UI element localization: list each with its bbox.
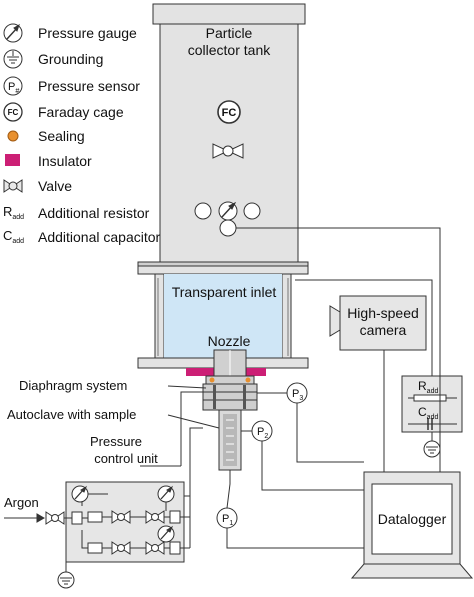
- control-gauge-top-icon: [71, 485, 89, 503]
- legend-capacitor-label: Additional capacitor: [38, 229, 161, 245]
- pressure-control-unit: [4, 481, 191, 589]
- legend-faraday-cage-label: Faraday cage: [38, 104, 124, 120]
- control-valve-bottom-icon: [111, 541, 131, 555]
- rc-resistor-label: Radd: [418, 379, 438, 395]
- tank-pressure-gauge-icon: [218, 201, 238, 221]
- inlet-label: Transparent inlet: [172, 284, 277, 300]
- tank-valve-icon: [212, 143, 244, 159]
- tank-port-left: [194, 202, 212, 220]
- sensor-p2-label: P2: [257, 426, 268, 440]
- sample: [223, 414, 237, 466]
- sealing-ring-left: [209, 377, 215, 383]
- tank-port-lower: [219, 219, 237, 237]
- autoclave-label: Autoclave with sample: [7, 407, 136, 422]
- resistor-symbol: [413, 394, 447, 402]
- legend-resistor-label: Additional resistor: [38, 205, 150, 221]
- datalogger: [350, 471, 474, 579]
- argon-label: Argon: [4, 495, 39, 510]
- tank-label-line1: Particle: [206, 25, 253, 41]
- legend-faraday-cage-symbol: FC: [8, 108, 19, 117]
- faraday-cage-symbol: [217, 100, 241, 124]
- legend-pressure-sensor-symbol: P#: [8, 81, 19, 95]
- tank-port-right: [243, 202, 261, 220]
- control-grounding-icon: [57, 562, 75, 589]
- legend-insulator-label: Insulator: [38, 153, 92, 169]
- inlet-valve-icon: [45, 511, 65, 525]
- control-label-line1: Pressure: [90, 434, 142, 449]
- nozzle-assembly: [186, 349, 266, 484]
- rc-box: [401, 375, 463, 458]
- legend-resistor-symbol: Radd: [3, 204, 24, 221]
- particle-collector-tank: [137, 3, 309, 275]
- high-speed-camera: [329, 295, 427, 351]
- sensor-p3-label: P3: [292, 388, 303, 402]
- pressure-sensor-icon: [3, 76, 23, 96]
- control-valve-top2-icon: [145, 510, 165, 524]
- sealing-icon: [7, 130, 19, 142]
- tank-label-line2: collector tank: [188, 42, 271, 58]
- sensor-p1-label: P1: [222, 513, 233, 527]
- datalogger-label: Datalogger: [378, 511, 447, 527]
- diaphragm-system: [202, 383, 258, 411]
- faraday-cage-icon: [3, 102, 23, 122]
- camera-label-line2: camera: [360, 322, 407, 338]
- grounding-icon: [3, 49, 23, 69]
- insulator-icon: [5, 154, 20, 166]
- control-label-line2: control unit: [94, 451, 158, 466]
- legend-pressure-gauge-label: Pressure gauge: [38, 25, 137, 41]
- legend-valve-label: Valve: [38, 178, 72, 194]
- legend: [3, 23, 23, 193]
- diaphragm-label: Diaphragm system: [19, 378, 127, 393]
- sealing-ring-right: [245, 377, 251, 383]
- valve-icon: [3, 179, 23, 193]
- control-valve-bottom2-icon: [145, 541, 165, 555]
- nozzle-label: Nozzle: [208, 333, 251, 349]
- rc-grounding-icon: [423, 432, 441, 458]
- control-gauge-right-bottom-icon: [157, 525, 175, 543]
- camera-label-line1: High-speed: [347, 305, 419, 321]
- legend-capacitor-symbol: Cadd: [3, 228, 24, 245]
- rc-capacitor-label: Cadd: [418, 405, 438, 421]
- faraday-cage-text: FC: [222, 107, 237, 119]
- pressure-gauge-icon: [3, 23, 23, 43]
- legend-sealing-label: Sealing: [38, 128, 85, 144]
- legend-grounding-label: Grounding: [38, 51, 103, 67]
- wiring: [140, 227, 441, 549]
- control-gauge-right-top-icon: [157, 485, 175, 503]
- legend-pressure-sensor-label: Pressure sensor: [38, 78, 140, 94]
